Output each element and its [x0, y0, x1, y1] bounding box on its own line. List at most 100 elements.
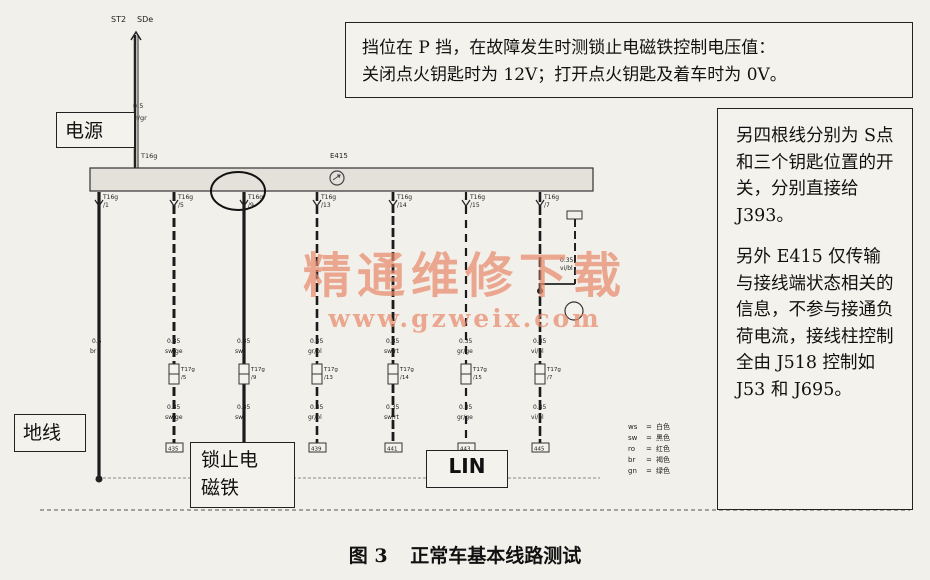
branch-splice-dot — [537, 288, 543, 294]
wire-1-pin: /1 — [103, 202, 109, 209]
wire-4-pin: /13 — [321, 202, 331, 209]
supply-wire-connector: T16g — [140, 152, 157, 160]
wire-5-plug-label: T17g — [399, 367, 414, 373]
terminal-label-sde: SDe — [137, 15, 153, 24]
wire-3-pin: /9 — [248, 202, 254, 209]
wire-2-arrow-icon — [169, 199, 179, 208]
legend-name-3: 红色 — [656, 444, 670, 453]
notice-line-2: 关闭点火钥匙时为 12V；打开点火钥匙及着车时为 0V。 — [362, 65, 787, 85]
wire-5-arrow-icon — [388, 199, 398, 208]
branch-wire-color: vi/bl — [560, 265, 573, 272]
wire-2-connector: T16g — [177, 194, 193, 201]
legend-eq-4: = — [646, 456, 652, 464]
wire-3-connector: T16g — [247, 194, 263, 201]
legend-code-5: gn — [628, 467, 637, 475]
wire-4-arrow-icon — [312, 199, 322, 208]
wire-6-pin: /15 — [470, 202, 480, 209]
wire-7-color-lower: vi/bl — [531, 414, 544, 421]
legend-name-5: 绿色 — [656, 466, 670, 475]
wire-4-color-upper: gr/bl — [308, 348, 322, 355]
legend-code-4: br — [628, 456, 635, 464]
wire-5-ref: 441 — [387, 447, 398, 453]
lock-magnet-label: 锁止电 磁铁 — [190, 442, 295, 508]
terminal-label-st2: ST2 — [111, 15, 126, 24]
legend-name-4: 褐色 — [656, 455, 670, 464]
wire-4-gauge-upper: 0.35 — [310, 338, 324, 345]
wire-2-ref-box — [165, 442, 184, 453]
wire-3-plug-pin: /9 — [251, 375, 257, 381]
wire-5-color-lower: sw/rt — [384, 414, 400, 421]
side-note-para-1: 另四根线分别为 S点和三个钥匙位置的开关，分别直接给 J393。 — [736, 126, 894, 226]
wiring-diagram: ST2 SDe 0.5 br/gr T16g E415 T16g/1 0.5 br T… — [40, 15, 910, 511]
side-note-box: 另四根线分别为 S点和三个钥匙位置的开关，分别直接给 J393。 另外 E415… — [717, 108, 913, 510]
branch-component-icon — [564, 301, 584, 321]
wire-5-pin: /14 — [397, 202, 407, 209]
wire-7-ref-box — [531, 442, 550, 453]
wire-1-gauge-upper: 0.5 — [92, 338, 102, 345]
wire-7-plug-pin: /7 — [547, 375, 553, 381]
power-label: 电源 — [56, 112, 135, 148]
supply-arrow-icon — [130, 30, 142, 41]
wire-4-color-lower: gr/bl — [308, 414, 322, 421]
switch-symbol-arrow-icon — [332, 174, 341, 181]
highlight-ellipse — [210, 171, 266, 211]
wire-6-ref: 443 — [460, 447, 471, 453]
wire-2-ref: 435 — [168, 447, 179, 453]
wire-3-gauge-lower: 0.35 — [237, 404, 251, 411]
legend-name-2: 黑色 — [656, 433, 670, 442]
wire-6-plug-label: T17g — [472, 367, 487, 373]
wire-2-gauge-lower: 0.35 — [167, 404, 181, 411]
wire-7-plug-label: T17g — [546, 367, 561, 373]
wire-2-gauge-upper: 0.35 — [167, 338, 181, 345]
legend-name-1: 白色 — [656, 422, 670, 431]
legend-code-1: ws — [628, 423, 638, 431]
wire-5-connector: T16g — [396, 194, 412, 201]
wire-2-color-upper: sw/ge — [165, 348, 183, 355]
notice-line-1: 挡位在 P 挡，在故障发生时测锁止电磁铁控制电压值： — [362, 38, 776, 58]
wire-3-plug-label: T17g — [250, 367, 265, 373]
branch-wire-gauge: 0.35 — [560, 257, 574, 264]
lin-label: LIN — [426, 450, 508, 488]
wire-1-connector: T16g — [102, 194, 118, 201]
wire-6-color-lower: gr/ge — [457, 414, 473, 421]
wire-3-color-lower: sw — [235, 414, 243, 421]
wire-4-connector: T16g — [320, 194, 336, 201]
wire-2-pin: /5 — [178, 202, 184, 209]
wire-3-color-upper: sw — [235, 348, 243, 355]
wire-5-color-upper: sw/rt — [384, 348, 400, 355]
e415-module-label: E415 — [330, 152, 348, 160]
wire-7-pin: /7 — [544, 202, 550, 209]
wire-1-arrow-icon — [94, 199, 104, 208]
notice-box: 挡位在 P 挡，在故障发生时测锁止电磁铁控制电压值： 关闭点火钥匙时为 12V；… — [345, 22, 913, 98]
wire-2-plug-pin: /5 — [181, 375, 187, 381]
wire-3-arrow-icon — [239, 199, 249, 208]
lock-magnet-label-line-1: 锁止电 — [201, 449, 259, 471]
wire-6-plug-pin: /15 — [473, 375, 482, 381]
legend-eq-2: = — [646, 434, 652, 442]
wire-6-connector: T16g — [469, 194, 485, 201]
figure-number: 图 3 — [348, 545, 388, 567]
wire-5-ref-box — [384, 442, 403, 453]
wire-7-color-upper: vi/bl — [531, 348, 544, 355]
legend-code-3: ro — [628, 445, 635, 453]
ground-label: 地线 — [14, 414, 86, 452]
wire-7-arrow-icon — [535, 199, 545, 208]
wire-7-connector: T16g — [543, 194, 559, 201]
wire-5-gauge-lower: 0.35 — [386, 404, 400, 411]
wire-4-ref-box — [308, 442, 327, 453]
e415-module — [89, 167, 594, 192]
supply-wire-color: br/gr — [131, 114, 147, 122]
wire-7-gauge-lower: 0.35 — [533, 404, 547, 411]
supply-wire-gauge: 0.5 — [133, 102, 143, 110]
wire-2-color-lower: sw/ge — [165, 414, 183, 421]
wire-4-plug-label: T17g — [323, 367, 338, 373]
switch-symbol-icon — [329, 170, 345, 186]
wire-7-gauge-upper: 0.35 — [533, 338, 547, 345]
wire-4-plug-pin: /13 — [324, 375, 333, 381]
wire-6-color-upper: gr/ge — [457, 348, 473, 355]
wire-6-gauge-upper: 0.35 — [459, 338, 473, 345]
legend-code-2: sw — [628, 434, 638, 442]
branch-top-connector — [566, 210, 583, 220]
side-note-para-2: 另外 E415 仅传输与接线端状态相关的信息，不参与接通负荷电流，接线柱控制全由… — [736, 247, 894, 400]
